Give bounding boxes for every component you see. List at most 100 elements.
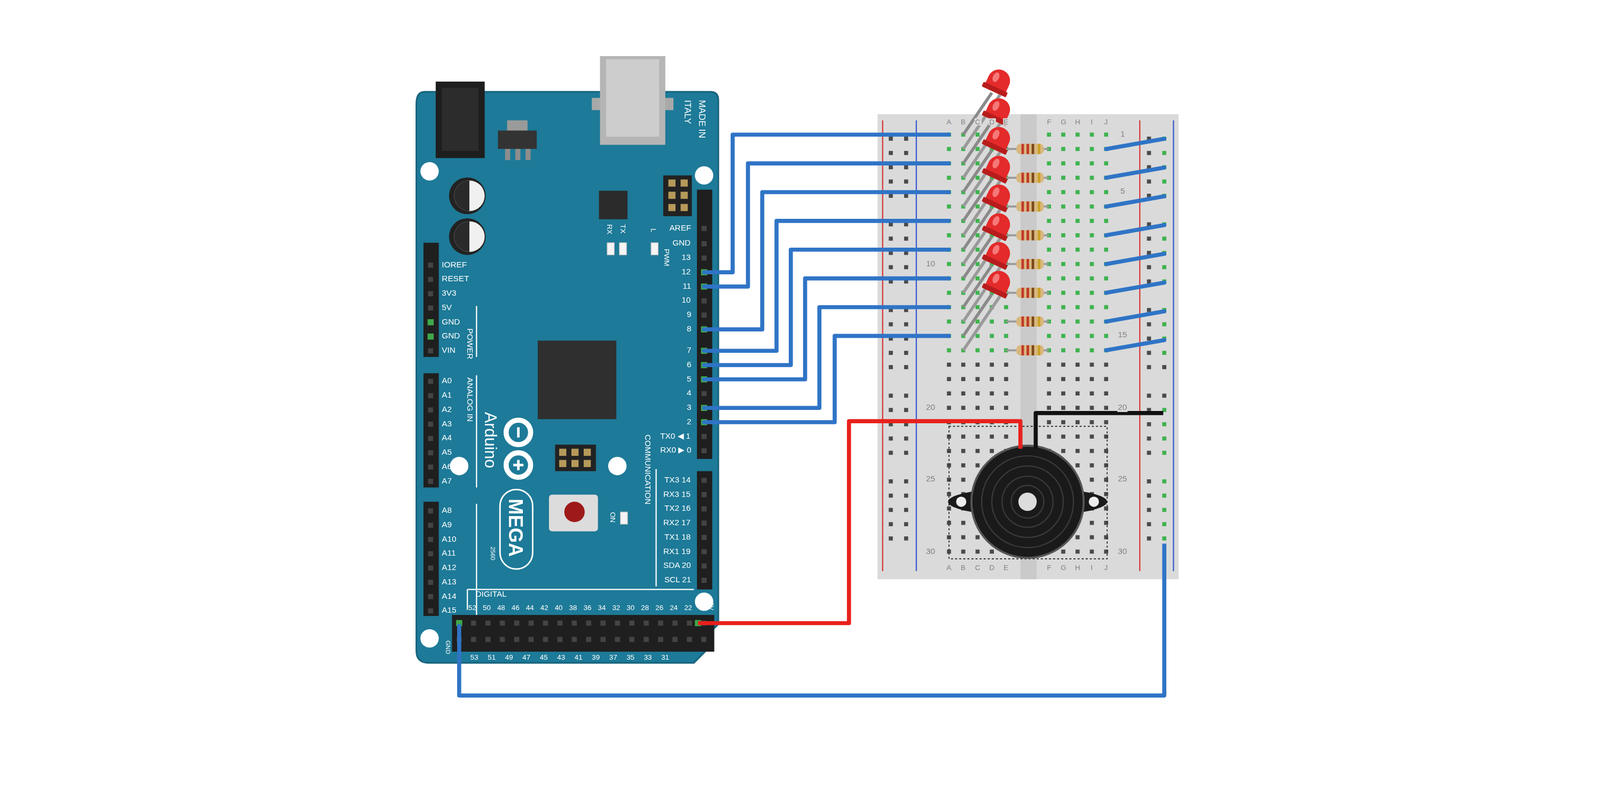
header-pin bbox=[701, 549, 708, 555]
breadboard-hole bbox=[961, 463, 966, 468]
power-jack-inner bbox=[441, 87, 479, 151]
header-pin bbox=[428, 608, 434, 615]
rail-hole bbox=[904, 179, 909, 184]
breadboard-hole bbox=[1089, 276, 1095, 281]
icsp-pin bbox=[668, 179, 676, 187]
header-pin bbox=[643, 621, 649, 627]
pin-number: 45 bbox=[539, 653, 548, 661]
resistor-band bbox=[1037, 345, 1041, 356]
led-rim bbox=[981, 81, 1008, 98]
board-text: ITALY bbox=[682, 99, 692, 124]
breadboard-hole bbox=[1089, 132, 1095, 137]
buzzer-ring bbox=[981, 456, 1074, 548]
breadboard-hole bbox=[1075, 405, 1080, 411]
header-pin bbox=[543, 637, 549, 643]
header-pin bbox=[657, 637, 664, 643]
column-letter: F bbox=[1045, 118, 1053, 125]
breadboard-hole bbox=[1004, 377, 1009, 382]
pin-label: TX0 ◀ 1 bbox=[660, 432, 691, 441]
header-pin bbox=[614, 637, 621, 643]
pin-label: A3 bbox=[441, 420, 452, 429]
breadboard-hole bbox=[1089, 146, 1095, 152]
pin-label: GND bbox=[672, 239, 691, 248]
pin-label: A5 bbox=[441, 449, 452, 458]
breadboard-hole bbox=[1075, 449, 1080, 454]
group-label: DIGITAL bbox=[475, 590, 507, 599]
rail-hole bbox=[1147, 322, 1152, 327]
rail-hole bbox=[1147, 151, 1152, 156]
rail-hole bbox=[1162, 536, 1167, 541]
breadboard-hole bbox=[1061, 204, 1066, 209]
rail-hole bbox=[904, 193, 909, 199]
header-pin bbox=[557, 621, 563, 627]
row-number: 30 bbox=[924, 547, 937, 556]
breadboard-hole bbox=[1046, 161, 1052, 166]
buzzer-ground-wire bbox=[1035, 413, 1164, 450]
mounting-hole bbox=[420, 162, 439, 181]
resistor-body bbox=[1016, 172, 1045, 183]
mounting-hole bbox=[420, 629, 439, 648]
breadboard-hole bbox=[989, 405, 994, 411]
breadboard-hole bbox=[946, 377, 952, 382]
breadboard-hole bbox=[1103, 377, 1109, 382]
pin-label: A4 bbox=[441, 434, 452, 443]
rail-hole bbox=[888, 151, 893, 156]
rail-hole bbox=[1147, 493, 1152, 499]
breadboard-hole bbox=[1089, 463, 1095, 468]
header-pin bbox=[701, 225, 708, 232]
pin-label: 9 bbox=[686, 311, 692, 320]
header-pin bbox=[643, 637, 649, 643]
breadboard-hole bbox=[1075, 362, 1080, 367]
mounting-hole bbox=[694, 166, 713, 185]
rail-hole bbox=[904, 365, 909, 370]
connected-pin bbox=[427, 333, 434, 340]
signal-wire bbox=[703, 307, 949, 409]
ground-jumper bbox=[1106, 167, 1165, 178]
breadboard-hole bbox=[961, 477, 966, 483]
column-letter: G bbox=[1059, 563, 1068, 571]
breadboard-hole bbox=[975, 204, 980, 209]
breadboard-hole bbox=[975, 190, 980, 195]
breadboard-hole bbox=[1061, 262, 1066, 267]
resistor-band bbox=[1031, 287, 1035, 298]
breadboard-hole bbox=[1103, 391, 1109, 396]
row-number: 25 bbox=[1116, 475, 1128, 484]
breadboard-hole bbox=[1004, 391, 1009, 396]
rail-hole bbox=[1147, 436, 1152, 442]
row-number: 25 bbox=[924, 475, 937, 484]
column-letter: D bbox=[988, 563, 996, 571]
pin-label: SCL 21 bbox=[664, 576, 692, 585]
rail-hole bbox=[1162, 365, 1167, 370]
pin-label: RX2 17 bbox=[663, 519, 691, 528]
breadboard-hole bbox=[1061, 550, 1066, 555]
icsp-pin bbox=[571, 460, 579, 468]
led-label: L bbox=[649, 228, 657, 233]
breadboard-hole bbox=[961, 362, 966, 367]
breadboard-hole bbox=[1089, 319, 1095, 325]
breadboard-hole bbox=[975, 391, 980, 396]
breadboard-hole bbox=[989, 334, 994, 339]
resistor-band bbox=[1026, 345, 1030, 356]
resistor-band bbox=[1037, 172, 1041, 183]
breadboard-hole bbox=[1061, 319, 1066, 325]
status-led bbox=[607, 242, 615, 256]
resistor-band bbox=[1037, 316, 1041, 327]
column-letter: G bbox=[1059, 118, 1068, 125]
header-pin bbox=[586, 621, 592, 627]
pin-label: TX1 18 bbox=[664, 533, 691, 542]
model-name: MEGA bbox=[506, 498, 526, 558]
header-pin bbox=[557, 637, 563, 643]
pin-label: A0 bbox=[441, 377, 452, 386]
group-label: ANALOG IN bbox=[465, 377, 474, 422]
breadboard-hole bbox=[1089, 434, 1095, 439]
led-highlight bbox=[991, 215, 1001, 227]
header-pin bbox=[428, 551, 434, 558]
header-pin bbox=[701, 241, 708, 247]
breadboard-hole bbox=[975, 291, 980, 296]
pin-label: GND bbox=[441, 318, 460, 327]
header-pin bbox=[428, 436, 434, 442]
rail-hole bbox=[1162, 394, 1167, 399]
breadboard-hole bbox=[1075, 535, 1080, 540]
breadboard-hole bbox=[1061, 391, 1066, 396]
